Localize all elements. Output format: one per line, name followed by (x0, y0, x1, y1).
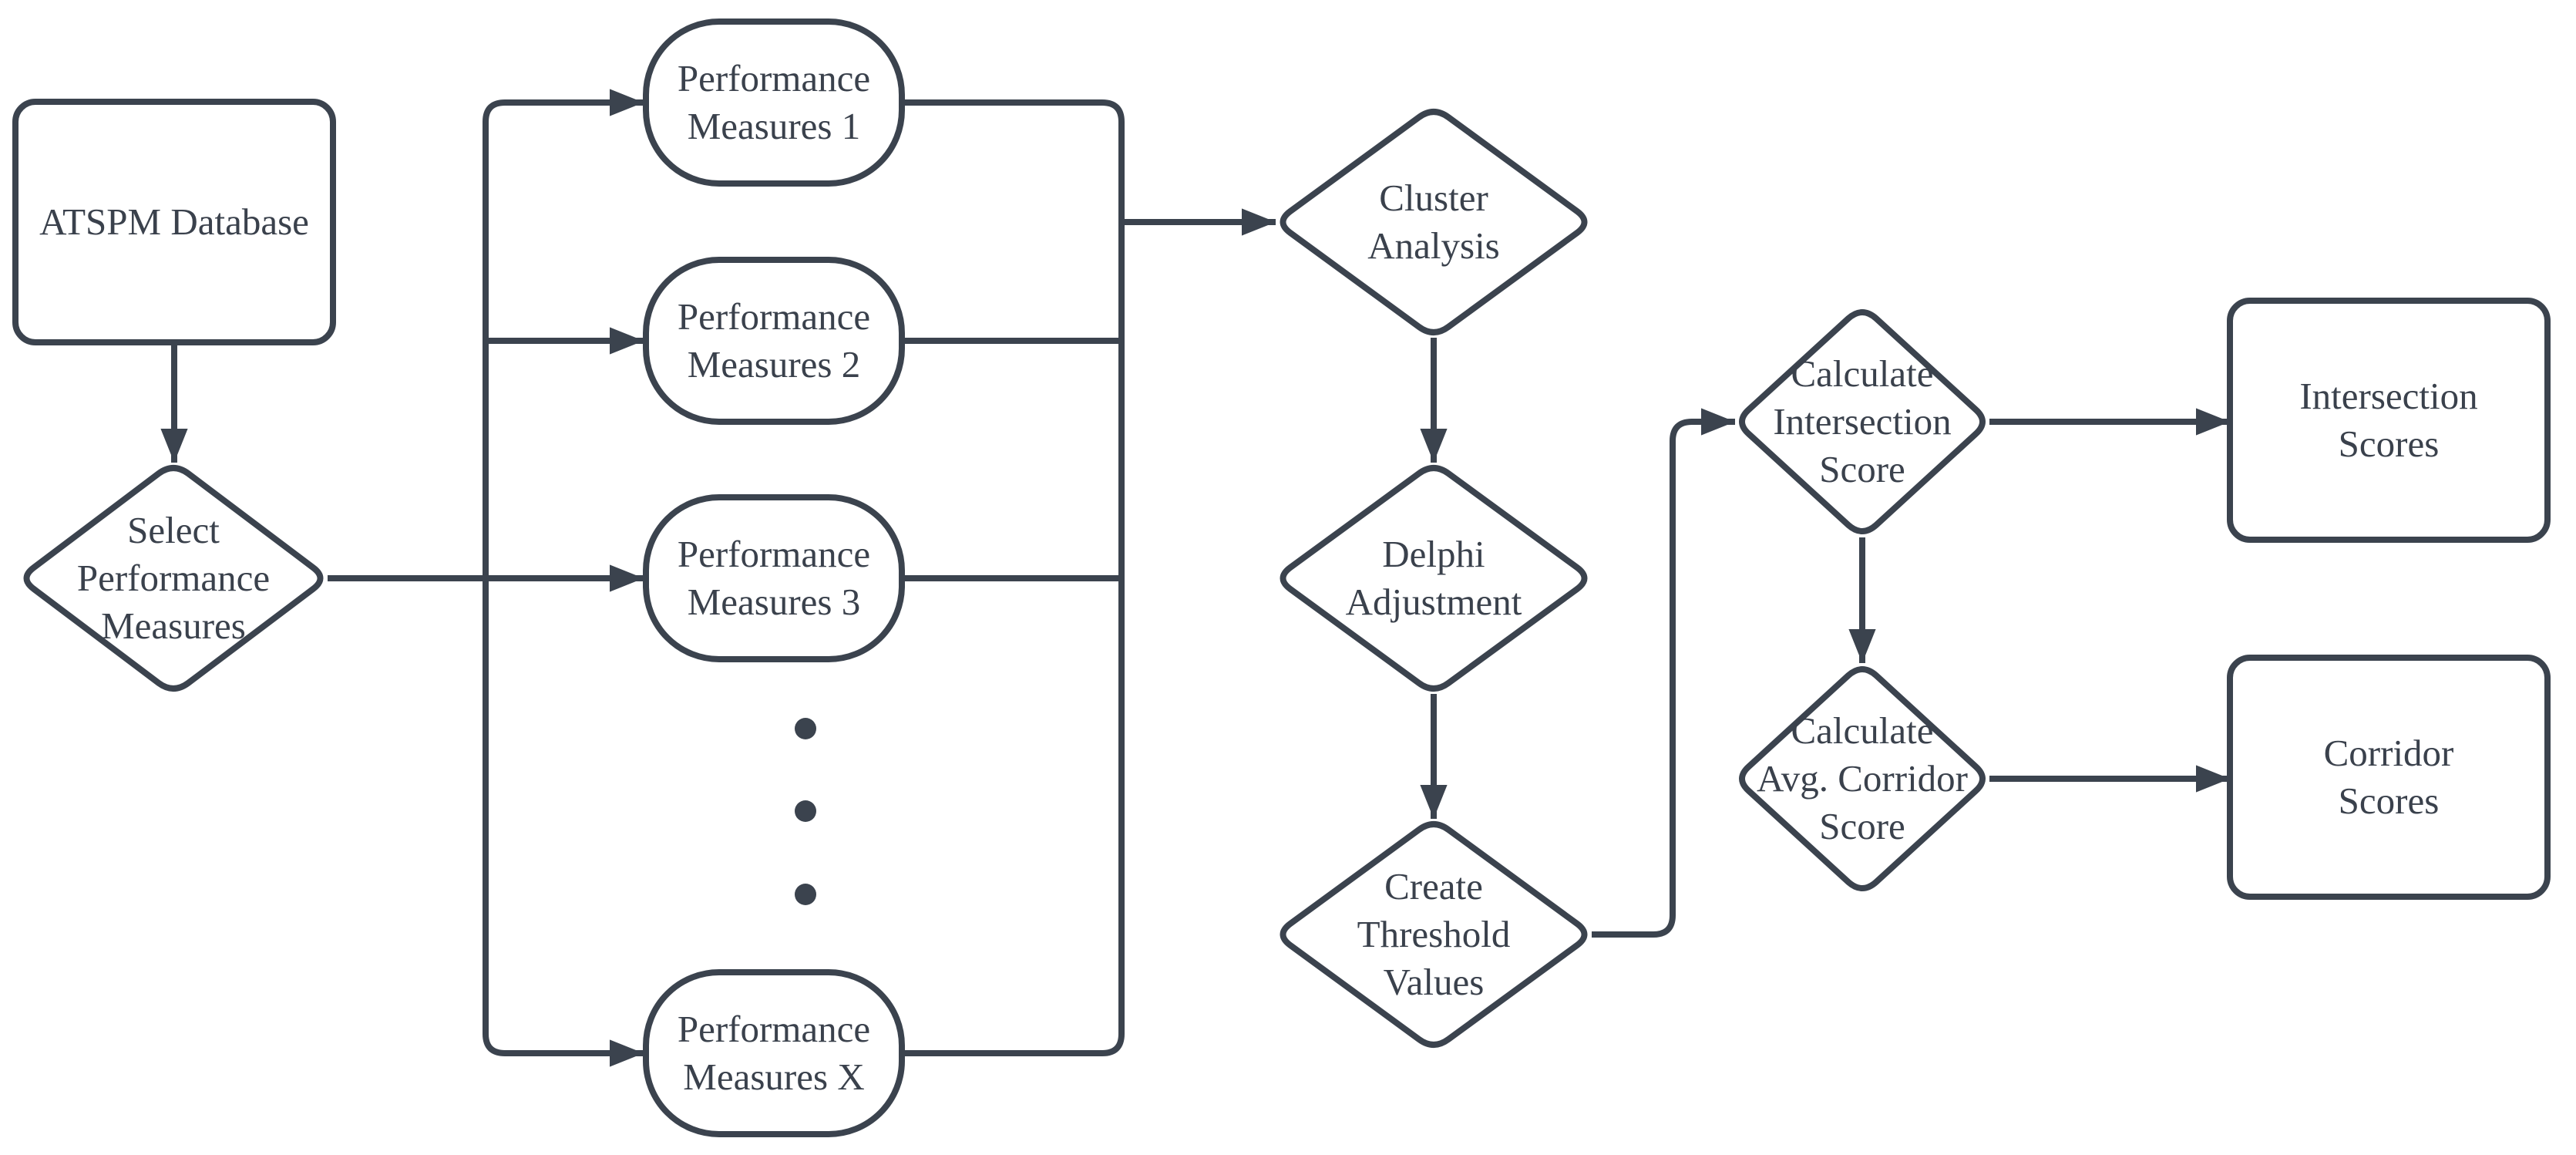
node-select-performance-measures-shape (23, 465, 324, 692)
node-atspm-database-shape (12, 99, 336, 345)
node-intersection-scores-shape (2227, 298, 2551, 543)
ellipsis-dot (795, 718, 816, 739)
node-cluster-analysis-shape (1280, 109, 1588, 335)
node-calculate-intersection-score-shape (1739, 309, 1986, 534)
node-calculate-avg-corridor-score-shape (1739, 666, 1986, 891)
ellipsis-dot (795, 884, 816, 905)
edge-threshold-to-calc-intersection (1592, 408, 1735, 938)
node-corridor-scores-shape (2227, 655, 2551, 900)
ellipsis-dot (795, 800, 816, 822)
node-performance-measures-x-shape (643, 969, 905, 1137)
node-performance-measures-3-shape (643, 494, 905, 662)
node-performance-measures-2-shape (643, 257, 905, 425)
node-performance-measures-1-shape (643, 19, 905, 187)
node-delphi-adjustment-shape (1280, 465, 1588, 692)
node-create-threshold-values-shape (1280, 821, 1588, 1048)
